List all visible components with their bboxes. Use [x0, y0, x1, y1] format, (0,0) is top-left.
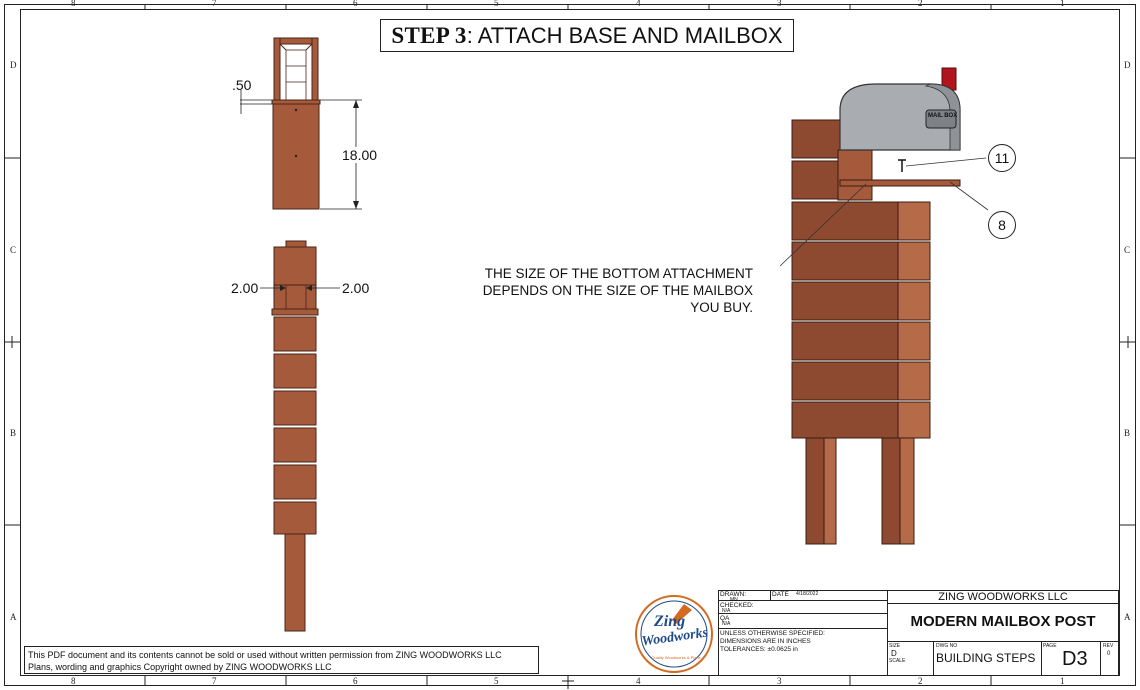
tb-product: MODERN MAILBOX POST [910, 613, 1096, 630]
zone-top-5: 5 [494, 0, 499, 8]
logo-tagline: Quality Woodworks & Plans [651, 655, 701, 660]
tb-spec-3: TOLERANCES: ±0.0625 in [720, 646, 798, 653]
tb-divider-9 [1100, 641, 1101, 676]
zone-top-3: 3 [777, 0, 782, 8]
tb-divider-3 [718, 628, 888, 629]
zing-woodworks-logo [635, 595, 713, 673]
outer-border [4, 4, 1136, 686]
tb-date-value: 4/18/2022 [796, 591, 819, 597]
zone-bottom-8: 8 [71, 676, 76, 686]
tb-date-label: DATE [772, 591, 789, 598]
step-title: STEP 3: ATTACH BASE AND MAILBOX [380, 19, 794, 52]
callout-8: 8 [988, 211, 1016, 239]
detail-view-post [260, 240, 340, 632]
tb-rev-value: 0 [1107, 651, 1111, 657]
zone-top-1: 1 [1060, 0, 1065, 8]
tb-divider-7 [933, 641, 934, 676]
tb-dwg-value: BUILDING STEPS [936, 651, 1036, 665]
tb-size-value: D [891, 649, 897, 658]
tb-drawn-label: DRAWN: [720, 591, 747, 598]
zone-bottom-2: 2 [918, 676, 923, 686]
step-number: STEP 3 [391, 22, 467, 48]
copyright-line-1: This PDF document and its contents canno… [28, 650, 502, 660]
copyright-line-2: Plans, wording and graphics Copyright ow… [28, 662, 332, 672]
zone-bottom-1: 1 [1060, 676, 1065, 686]
tb-spec-1: UNLESS OTHERWISE SPECIFIED: [720, 630, 825, 637]
mailbox-size-note: THE SIZE OF THE BOTTOM ATTACHMENT DEPEND… [482, 266, 753, 315]
detail-view-top [240, 37, 362, 210]
tb-checked-label: CHECKED: [720, 602, 754, 609]
tb-divider-1 [718, 600, 888, 601]
zone-right-b: B [1124, 428, 1131, 438]
step-title-text: : ATTACH BASE AND MAILBOX [466, 22, 783, 48]
tb-scale-label: SCALE [889, 658, 906, 664]
tb-size-label: SIZE [889, 643, 901, 649]
tb-qa-label: QA [720, 615, 730, 622]
zone-right-a: A [1124, 612, 1131, 622]
zone-bottom-5: 5 [494, 676, 499, 686]
tb-checked-value: N/A [722, 608, 731, 614]
zone-bottom-7: 7 [212, 676, 217, 686]
tb-divider-2 [718, 613, 888, 614]
zone-bottom-6: 6 [353, 676, 358, 686]
zone-right-c: C [1124, 245, 1131, 255]
dim-height: 18.00 [341, 147, 379, 163]
zone-top-6: 6 [353, 0, 358, 8]
zone-right-d: D [1124, 60, 1131, 70]
mailbox-label: MAIL BOX [928, 113, 958, 119]
zone-left-d: D [10, 60, 17, 70]
zone-left-b: B [10, 428, 17, 438]
zone-top-2: 2 [918, 0, 923, 8]
dim-top-thickness: .50 [232, 77, 252, 93]
tb-drawn-value: MN [730, 597, 738, 603]
zone-left-c: C [10, 245, 17, 255]
tb-page-value: D3 [1062, 648, 1088, 670]
assembly-view [780, 67, 989, 545]
zone-top-4: 4 [636, 0, 641, 8]
inner-border [20, 9, 1120, 676]
zone-top-7: 7 [212, 0, 217, 8]
tb-divider-5 [887, 603, 1119, 604]
zone-top-8: 8 [71, 0, 76, 8]
dim-right-offset: 2.00 [342, 280, 370, 296]
tb-spec-2: DIMENSIONS ARE IN INCHES [720, 638, 811, 645]
title-block-right [887, 590, 1119, 676]
tb-dwg-label: DWG NO [936, 643, 958, 649]
zone-bottom-4: 4 [636, 676, 641, 686]
zone-left-a: A [10, 612, 17, 622]
tb-divider-6 [887, 641, 1119, 642]
dim-left-offset: 2.00 [231, 280, 259, 296]
tb-page-label: PAGE [1043, 643, 1057, 649]
tb-company: ZING WOODWORKS LLC [938, 591, 1068, 603]
copyright-notice: This PDF document and its contents canno… [24, 646, 539, 674]
tb-divider-4 [770, 590, 771, 600]
zone-bottom-3: 3 [777, 676, 782, 686]
callout-11: 11 [988, 144, 1016, 172]
tb-divider-8 [1041, 641, 1042, 676]
tb-rev-label: REV [1103, 643, 1114, 649]
tb-qa-value: N/A [722, 621, 731, 627]
logo-line1: Zing [654, 613, 686, 630]
